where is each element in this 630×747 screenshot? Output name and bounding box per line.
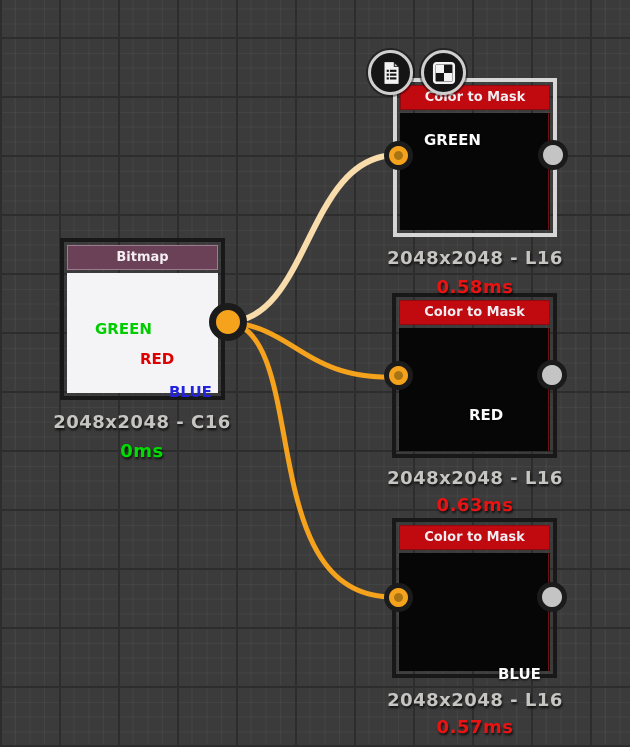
node-color-to-mask-green[interactable]: Color to Mask GREEN: [393, 78, 557, 237]
ctm-red-thumbnail: RED: [399, 328, 550, 451]
node-bitmap-thumbnail: GREEN RED BLUE: [67, 273, 218, 401]
ctm-red-time-label: 0.63ms: [436, 495, 514, 516]
ctm-green-thumbnail: GREEN: [400, 113, 550, 230]
ctm-blue-output-port[interactable]: [537, 582, 567, 612]
bitmap-green-text: GREEN: [95, 320, 152, 338]
checkerboard-icon: [432, 61, 455, 84]
bitmap-blue-text: BLUE: [169, 383, 212, 401]
ctm-red-title: Color to Mask: [399, 300, 550, 325]
ctm-green-input-port[interactable]: [384, 141, 413, 170]
node-bitmap-title: Bitmap: [67, 245, 218, 270]
ctm-green-time-label: 0.58ms: [436, 277, 514, 298]
ctm-red-output-port[interactable]: [537, 360, 567, 390]
node-color-to-mask-blue[interactable]: Color to Mask BLUE: [392, 518, 557, 683]
ctm-green-title: Color to Mask: [400, 85, 550, 110]
node-bitmap[interactable]: Bitmap GREEN RED BLUE: [60, 238, 225, 401]
bitmap-size-label: 2048x2048 - C16: [53, 412, 231, 433]
wire-bitmap-to-green-mask[interactable]: [225, 152, 399, 325]
ctm-red-input-port[interactable]: [384, 361, 413, 390]
document-badge-button[interactable]: [368, 50, 413, 95]
ctm-blue-size-label: 2048x2048 - L16: [387, 690, 563, 711]
ctm-blue-time-label: 0.57ms: [436, 717, 514, 738]
bitmap-time-label: 0ms: [120, 441, 164, 462]
bitmap-red-text: RED: [140, 350, 175, 368]
ctm-green-size-label: 2048x2048 - L16: [387, 248, 563, 269]
checkerboard-badge-button[interactable]: [421, 50, 466, 95]
ctm-blue-thumbnail: BLUE: [399, 553, 550, 683]
node-color-to-mask-red[interactable]: Color to Mask RED: [392, 293, 557, 458]
wire-bitmap-to-red-mask[interactable]: [225, 319, 399, 380]
ctm-blue-input-port[interactable]: [384, 583, 413, 612]
bitmap-output-port[interactable]: [209, 303, 247, 341]
ctm-red-label: RED: [469, 406, 504, 424]
wire-bitmap-to-blue-mask[interactable]: [225, 319, 397, 600]
ctm-blue-label: BLUE: [498, 665, 541, 683]
ctm-blue-title: Color to Mask: [399, 525, 550, 550]
ctm-red-size-label: 2048x2048 - L16: [387, 468, 563, 489]
document-icon: [384, 60, 400, 84]
ctm-green-label: GREEN: [424, 131, 481, 149]
ctm-green-output-port[interactable]: [538, 140, 568, 170]
